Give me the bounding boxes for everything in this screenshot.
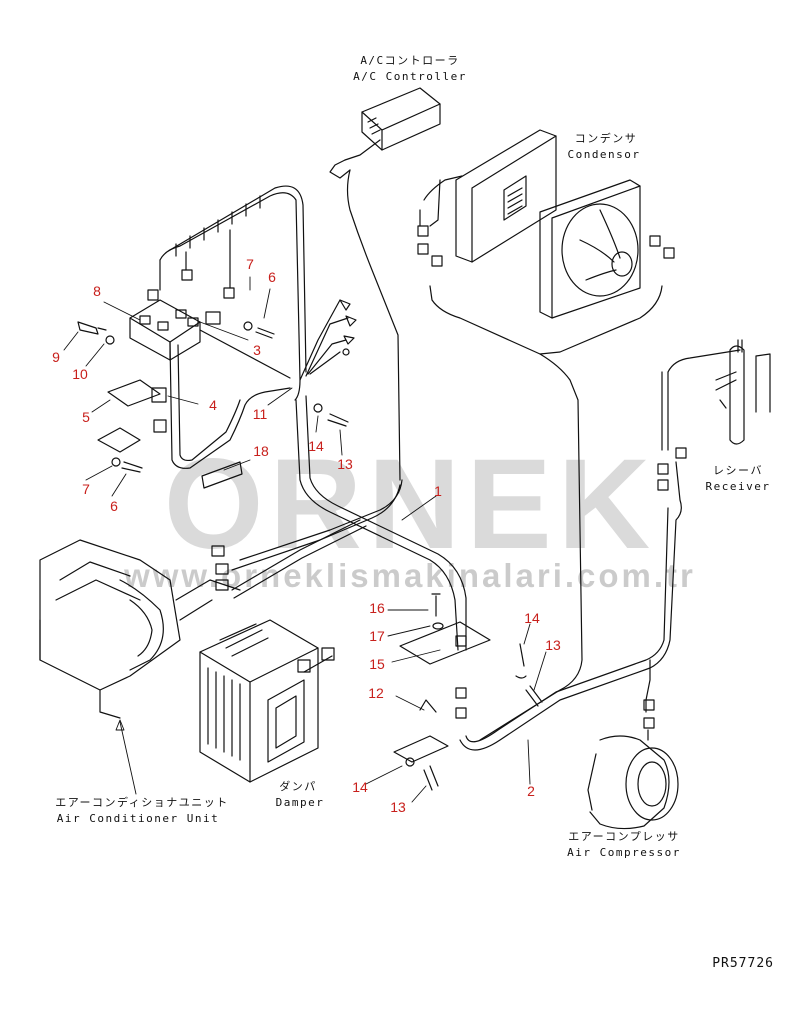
ac-unit-label-en: Air Conditioner Unit [56, 812, 220, 825]
ac-unit-drawing [39, 539, 241, 719]
callout-4: 4 [209, 397, 217, 413]
harness-main [231, 395, 467, 651]
compressor-label-en: Air Compressor [567, 846, 681, 859]
receiver-label-en: Receiver [705, 480, 771, 493]
receiver-drawing [459, 339, 771, 751]
damper-drawing [199, 619, 333, 783]
controller-label-ja: A/Cコントローラ [360, 54, 460, 67]
leader-lines [63, 276, 547, 803]
damper-label-en: Damper [275, 796, 325, 809]
callout-16: 16 [369, 600, 385, 616]
callout-1: 1 [434, 483, 442, 499]
callout-8: 8 [93, 283, 101, 299]
ac-controller-drawing [329, 87, 441, 481]
callout-15: 15 [369, 656, 385, 672]
connector-boxes [147, 225, 687, 729]
condenser-label-ja: コンデンサ [574, 132, 638, 145]
condenser-drawing [455, 129, 641, 319]
drawing-code: PR57726 [712, 956, 774, 971]
compressor-label-ja: エアーコンプレッサ [568, 830, 680, 843]
callout-3: 3 [253, 342, 261, 358]
callout-18: 18 [253, 443, 269, 459]
callout-7b: 7 [82, 481, 90, 497]
callout-14b: 14 [524, 610, 540, 626]
damper-label-ja: ダンパ [279, 780, 317, 793]
connector-panel [129, 299, 201, 361]
callout-10: 10 [72, 366, 88, 382]
compressor-drawing [587, 659, 679, 830]
ac-unit-label-ja: エアーコンディショナユニット [55, 796, 229, 809]
callout-6b: 6 [110, 498, 118, 514]
callout-11: 11 [252, 406, 268, 422]
panel-wires [169, 299, 357, 469]
condenser-label-en: Condensor [567, 148, 641, 161]
watermark-brand: ORNEK [163, 433, 657, 576]
callout-17: 17 [369, 628, 385, 644]
callout-5: 5 [82, 409, 90, 425]
callout-13b: 13 [545, 637, 561, 653]
callout-6a: 6 [268, 269, 276, 285]
receiver-label-ja: レシーバ [713, 464, 763, 477]
callout-13c: 13 [390, 799, 406, 815]
callout-9: 9 [52, 349, 60, 365]
callout-14c: 14 [352, 779, 368, 795]
callout-13a: 13 [337, 456, 353, 472]
callout-14a: 14 [308, 438, 324, 454]
callout-2: 2 [527, 783, 535, 799]
controller-label-en: A/C Controller [353, 70, 467, 83]
condenser-harness [419, 175, 663, 741]
harness-top-loop [159, 185, 307, 401]
hardware [77, 321, 543, 791]
callout-12: 12 [368, 685, 384, 701]
callout-7a: 7 [246, 256, 254, 272]
